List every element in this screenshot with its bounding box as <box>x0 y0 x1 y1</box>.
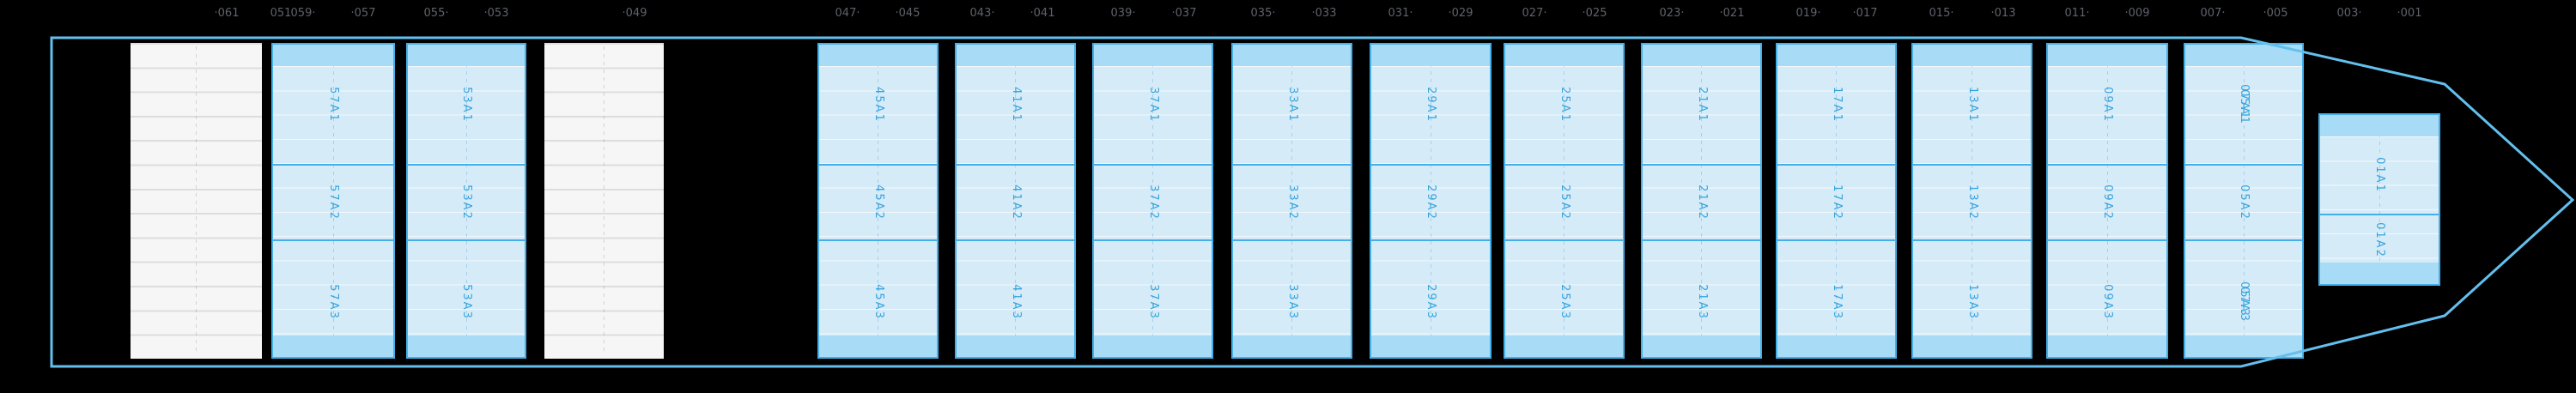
bay-number-label: 019· <box>1795 7 1821 20</box>
bay-number-label: 043· <box>969 7 995 20</box>
bay-cell-label: 01A1 <box>2373 157 2386 193</box>
bay-cell-label: 37A1 <box>1146 87 1160 123</box>
bay-cell-label: 17A2 <box>1830 184 1844 221</box>
bay-column-33[interactable]: 33A1 33A2 33A3 <box>1231 43 1352 359</box>
bay-column-29[interactable]: 29A1 29A2 29A3 <box>1370 43 1492 359</box>
bay-column-37[interactable]: 37A1 37A2 37A3 <box>1092 43 1213 359</box>
bay-cell-label: 53A2 <box>460 184 473 221</box>
bay-cell-label: 37A2 <box>1146 184 1160 221</box>
bay-number-label: 039· <box>1110 7 1136 20</box>
bay-cell-label: 45A2 <box>872 184 885 221</box>
bay-cell-label: 45A3 <box>872 284 885 320</box>
bay-number-label: ·061 <box>214 7 240 20</box>
bay-cell-label: 21A1 <box>1695 87 1709 123</box>
bay-number-label: 007· <box>2200 7 2226 20</box>
bay-number-label: 055· <box>423 7 449 20</box>
bay-number-label: ·021 <box>1719 7 1745 20</box>
bay-number-label: ·005 <box>2263 7 2288 20</box>
bay-number-label: 003· <box>2336 7 2362 20</box>
bay-number-label: 059· <box>290 7 316 20</box>
bay-cell-label: 17A1 <box>1830 87 1844 123</box>
bay-cell-label: 09A3 <box>2101 284 2114 320</box>
bay-cell-label: 01A2 <box>2373 222 2386 258</box>
bay-cell-label: 33A1 <box>1285 87 1299 123</box>
bay-cell-label: 09A2 <box>2101 184 2114 221</box>
bay-number-label: 051 <box>270 7 292 20</box>
bay-number-label: ·057 <box>350 7 376 20</box>
bay-number-label: ·053 <box>483 7 509 20</box>
bay-column-41[interactable]: 41A1 41A2 41A3 <box>955 43 1076 359</box>
bay-cell-label: 37A3 <box>1146 284 1160 320</box>
bay-number-label: 011· <box>2064 7 2090 20</box>
bay-number-label: 023· <box>1659 7 1685 20</box>
bay-cell-label: 07A3 <box>2238 287 2251 323</box>
bay-cell-label: 53A1 <box>460 87 473 123</box>
bay-number-label: 047· <box>835 7 860 20</box>
bay-centerline <box>196 46 197 355</box>
bay-number-label: 027· <box>1522 7 1547 20</box>
bay-strip-top <box>2320 115 2439 136</box>
bay-cell-label: 33A3 <box>1285 284 1299 320</box>
bay-number-label: ·017 <box>1852 7 1878 20</box>
bay-column-17[interactable]: 17A1 17A2 17A3 <box>1776 43 1897 359</box>
bay-cell-label: 29A3 <box>1425 284 1437 320</box>
bay-cell-label: 29A2 <box>1425 184 1437 221</box>
bay-number-label: ·025 <box>1582 7 1607 20</box>
bay-cell-label: 53A3 <box>460 284 473 320</box>
bay-centerline <box>604 46 605 355</box>
bay-cell-label: 25A1 <box>1558 87 1571 123</box>
bay-number-label: ·033 <box>1311 7 1337 20</box>
bay-number-label: ·041 <box>1030 7 1055 20</box>
bay-number-label: 035· <box>1250 7 1276 20</box>
bay-cell-label: 05A2 <box>2238 184 2251 221</box>
bay-cell-label: 29A1 <box>1425 87 1437 123</box>
bay-column-45[interactable]: 45A1 45A2 45A3 <box>817 43 939 359</box>
bay-cell-label: 41A2 <box>1009 184 1023 221</box>
bay-column-53[interactable]: 53A1 53A2 53A3 <box>406 43 526 359</box>
bay-cell-label: 33A2 <box>1285 184 1299 221</box>
bay-cell-label: 21A2 <box>1695 184 1709 221</box>
empty-bay-column-empty-2 <box>544 43 664 359</box>
bay-cell-label: 13A2 <box>1965 184 1979 221</box>
bay-number-label: ·009 <box>2124 7 2150 20</box>
bay-cell-label: 05A1 <box>2238 89 2251 125</box>
empty-bay-column-empty-1 <box>131 43 262 359</box>
bay-cell-label: 57A2 <box>327 184 340 221</box>
bay-number-label: ·045 <box>895 7 920 20</box>
bay-column-13[interactable]: 13A1 13A2 13A3 <box>1911 43 2032 359</box>
bay-number-label: ·029 <box>1448 7 1473 20</box>
bay-number-label: ·013 <box>1990 7 2016 20</box>
bay-cell-label: 25A3 <box>1558 284 1571 320</box>
bay-column-01[interactable]: 01A1 01A2 <box>2318 113 2440 286</box>
bay-cell-label: 09A1 <box>2101 87 2114 123</box>
bay-cell-label: 13A1 <box>1965 87 1979 123</box>
bay-cell-label: 41A1 <box>1009 87 1023 123</box>
bay-number-label: ·001 <box>2397 7 2422 20</box>
bay-cell-label: 41A3 <box>1009 284 1023 320</box>
bay-cell-label: 25A2 <box>1558 184 1571 221</box>
bay-column-25[interactable]: 25A1 25A2 25A3 <box>1504 43 1625 359</box>
bay-number-label: 015· <box>1929 7 1954 20</box>
bay-cell-label: 45A1 <box>872 87 885 123</box>
bay-cell-label: 57A3 <box>327 284 340 320</box>
bay-column-57[interactable]: 57A1 57A2 57A3 <box>271 43 395 359</box>
bay-number-label: ·049 <box>622 7 647 20</box>
bay-cell-label: 17A3 <box>1830 284 1844 320</box>
bay-number-label: 031· <box>1388 7 1413 20</box>
bay-column-21[interactable]: 21A1 21A2 21A3 <box>1641 43 1762 359</box>
bay-cell-label: 13A3 <box>1965 284 1979 320</box>
bay-number-label: ·037 <box>1171 7 1197 20</box>
bay-cell-label: 57A1 <box>327 87 340 123</box>
bay-column-09[interactable]: 09A1 09A2 09A3 <box>2046 43 2168 359</box>
bay-cell-label: 21A3 <box>1695 284 1709 320</box>
